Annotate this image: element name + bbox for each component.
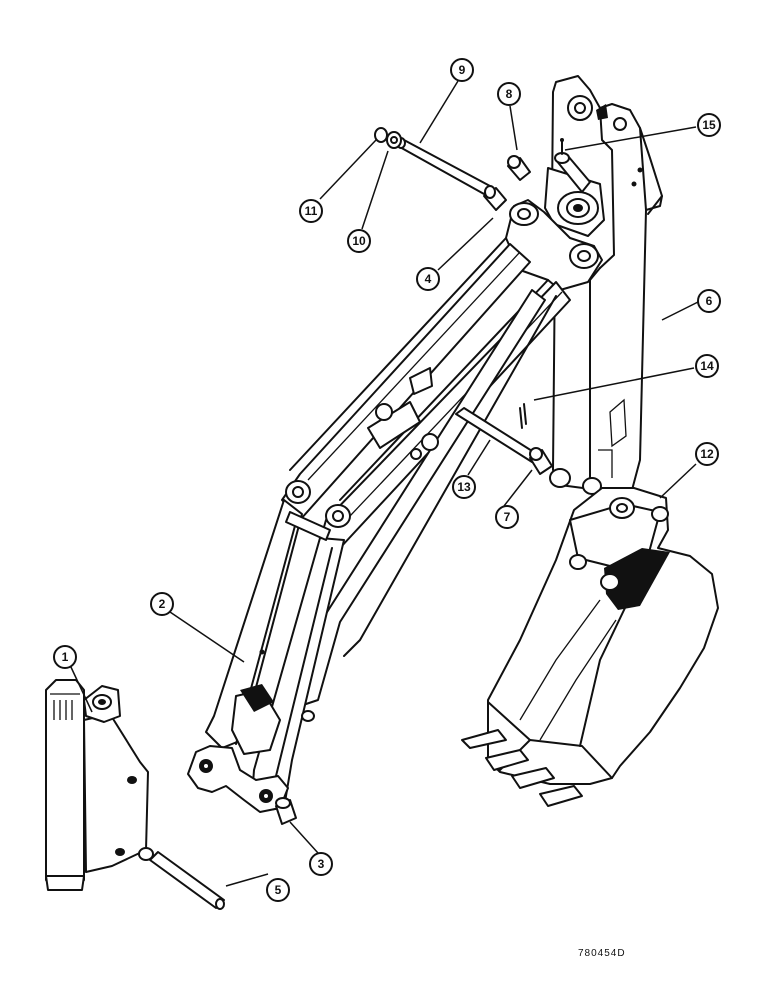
- callout-label: 7: [504, 510, 511, 524]
- drawing-number: 780454D: [578, 948, 626, 959]
- callout-7: 7: [495, 505, 519, 529]
- callout-label: 13: [457, 480, 471, 494]
- callout-2: 2: [150, 592, 174, 616]
- callout-label: 14: [700, 359, 714, 373]
- callout-label: 15: [702, 118, 716, 132]
- callout-10: 10: [347, 229, 371, 253]
- callout-label: 8: [506, 87, 513, 101]
- leader-lines: [69, 80, 699, 887]
- callout-label: 10: [352, 234, 366, 248]
- callout-label: 2: [159, 597, 166, 611]
- callout-3: 3: [309, 852, 333, 876]
- callout-label: 9: [459, 63, 466, 77]
- callout-label: 12: [700, 447, 714, 461]
- swing-post: [45, 679, 154, 891]
- callout-label: 11: [305, 204, 318, 218]
- bucket: [461, 487, 719, 807]
- callout-label: 5: [275, 883, 282, 897]
- callout-12: 12: [695, 442, 719, 466]
- callout-label: 1: [62, 650, 69, 664]
- callout-label: 4: [425, 272, 432, 286]
- callout-14: 14: [695, 354, 719, 378]
- callout-11: 11: [299, 199, 323, 223]
- callout-6: 6: [697, 289, 721, 313]
- callout-8: 8: [497, 82, 521, 106]
- callout-13: 13: [452, 475, 476, 499]
- anchor-pin-15: [554, 138, 591, 193]
- callout-9: 9: [450, 58, 474, 82]
- callout-4: 4: [416, 267, 440, 291]
- callout-15: 15: [697, 113, 721, 137]
- loose-parts: [149, 127, 553, 910]
- callout-label: 6: [706, 294, 713, 308]
- callout-5: 5: [266, 878, 290, 902]
- callout-1: 1: [53, 645, 77, 669]
- boom: [187, 199, 603, 813]
- callout-label: 3: [318, 857, 325, 871]
